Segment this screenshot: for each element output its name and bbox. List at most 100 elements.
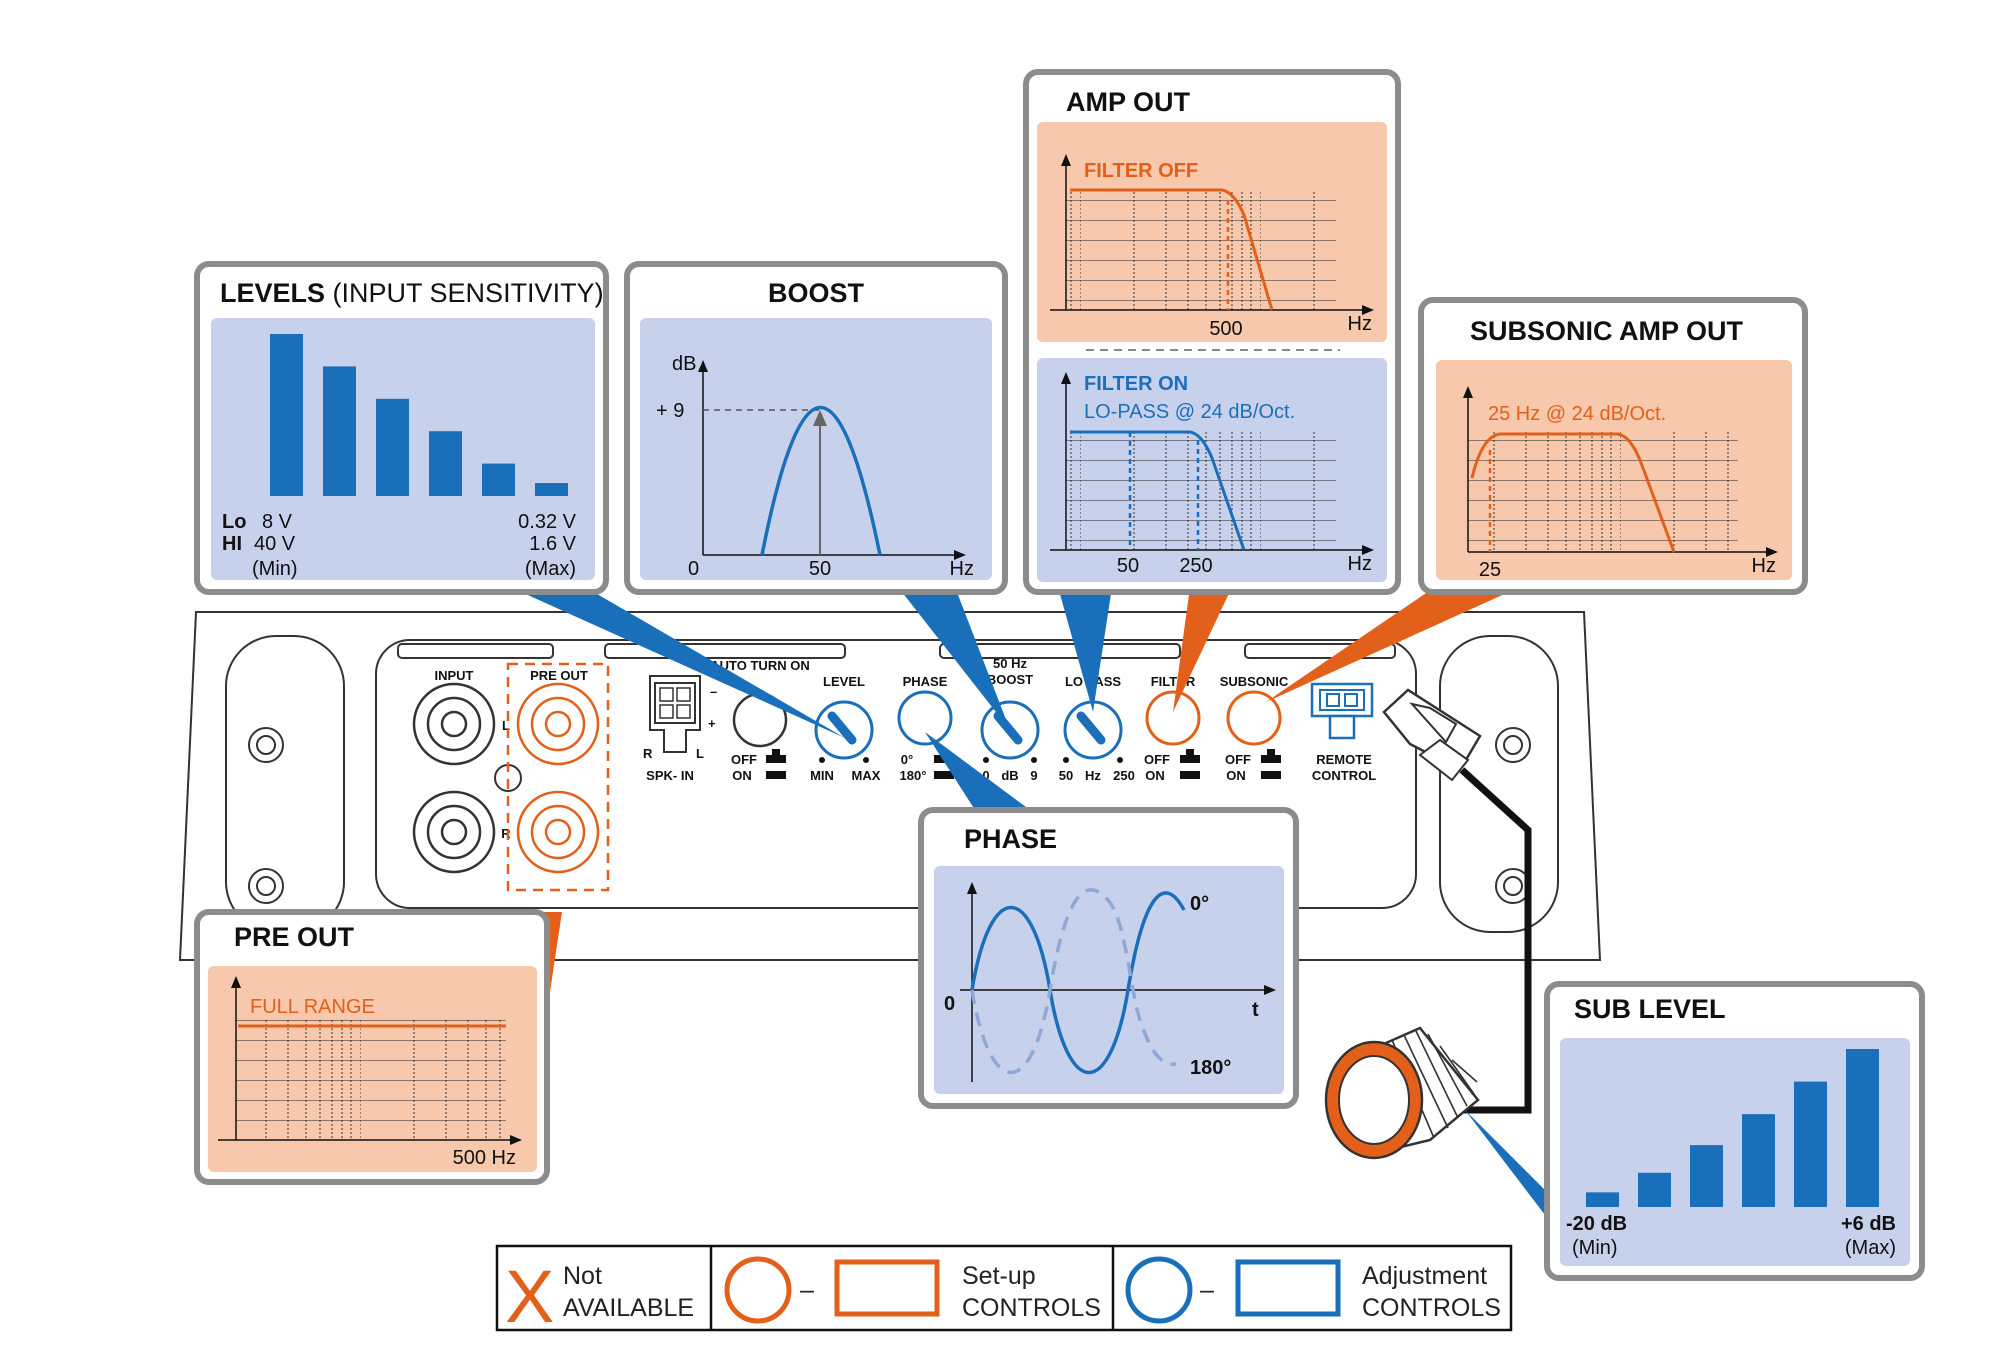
boost-x0: 0 bbox=[688, 558, 699, 580]
spk-plus: + bbox=[708, 716, 716, 731]
sub-level-title: SUB LEVEL bbox=[1574, 994, 1726, 1024]
channel-l-label: L bbox=[502, 718, 510, 733]
subsonic-label: SUBSONIC bbox=[1220, 674, 1289, 689]
lp-250-label: 250 bbox=[1113, 768, 1135, 783]
sub-level-left-min: (Min) bbox=[1572, 1237, 1618, 1259]
boost-x50: 50 bbox=[809, 558, 831, 580]
level-max-label: MAX bbox=[852, 768, 881, 783]
level-min-label: MIN bbox=[810, 768, 834, 783]
adjust-rect-icon bbox=[1235, 1259, 1341, 1317]
pre-out-title: PRE OUT bbox=[234, 922, 355, 952]
legend-controls1: CONTROLS bbox=[962, 1294, 1101, 1322]
levels-min: (Min) bbox=[252, 558, 298, 580]
levels-bar-1 bbox=[270, 334, 303, 496]
boost-callout-pointer bbox=[898, 587, 1010, 730]
levels-lo-max: 0.32 V bbox=[518, 511, 576, 533]
spk-in-label: SPK- IN bbox=[646, 768, 694, 783]
spk-minus: – bbox=[710, 684, 717, 699]
phase-180deg: 180° bbox=[1190, 1057, 1231, 1079]
phase-180-label: 180° bbox=[900, 768, 927, 783]
sub-level-bar-2 bbox=[1638, 1172, 1671, 1207]
level-knob[interactable] bbox=[814, 700, 874, 760]
filter-off-label: OFF bbox=[1144, 752, 1170, 767]
amp-lo-pass: LO-PASS @ 24 dB/Oct. bbox=[1084, 401, 1295, 423]
spk-l: L bbox=[696, 746, 704, 761]
spk-r: R bbox=[643, 746, 653, 761]
boost-db-label: dB bbox=[1001, 768, 1018, 783]
legend-adjustment: Adjustment bbox=[1362, 1262, 1487, 1290]
pre-out-tick: 500 Hz bbox=[453, 1147, 516, 1169]
legend: X Not AVAILABLE – Set-up CONTROLS – Adju… bbox=[495, 1244, 1513, 1338]
subsonic-tick: 25 bbox=[1479, 559, 1501, 581]
levels-hi: HI bbox=[222, 533, 242, 555]
remote-cable bbox=[1459, 767, 1532, 1114]
sub-level-remote-knob[interactable] bbox=[1324, 1026, 1480, 1160]
lo-pass-knob[interactable] bbox=[1063, 700, 1123, 760]
subsonic-knob[interactable] bbox=[1226, 690, 1282, 746]
filter-knob[interactable] bbox=[1145, 690, 1201, 746]
sub-level-bar-1 bbox=[1586, 1192, 1619, 1207]
sub-level-bar-3 bbox=[1690, 1145, 1723, 1207]
sub-level-bar-5 bbox=[1794, 1081, 1827, 1207]
pre-out-outline bbox=[506, 662, 610, 892]
sub-level-right-db: +6 dB bbox=[1841, 1213, 1896, 1235]
amplifier-chassis bbox=[178, 611, 1602, 961]
subsonic-switch[interactable] bbox=[1261, 749, 1281, 779]
levels-title-bold: LEVELS bbox=[220, 278, 325, 308]
svg-text:LEVELS (INPUT SENSITIVITY): LEVELS (INPUT SENSITIVITY) bbox=[220, 278, 604, 308]
levels-lo: Lo bbox=[222, 511, 246, 533]
adjust-circle-icon bbox=[1125, 1256, 1193, 1324]
setup-rect-icon bbox=[834, 1259, 940, 1317]
input-label: INPUT bbox=[435, 668, 474, 683]
legend-not: Not bbox=[563, 1262, 602, 1290]
input-jack-right[interactable] bbox=[412, 790, 496, 874]
amp-on-tick2: 250 bbox=[1179, 555, 1212, 577]
boost-panel: BOOST dB + 9 0 50 Hz bbox=[624, 261, 1008, 595]
legend-dash2: – bbox=[1200, 1276, 1214, 1304]
levels-max: (Max) bbox=[525, 558, 576, 580]
level-label: LEVEL bbox=[823, 674, 865, 689]
boost-9-label: 9 bbox=[1030, 768, 1037, 783]
subsonic-panel: SUBSONIC AMP OUT 25 Hz @ 24 dB/Oct. 25 H… bbox=[1418, 297, 1808, 595]
pre-out-jack-left[interactable] bbox=[516, 682, 600, 766]
levels-panel: LEVELS (INPUT SENSITIVITY) Lo HI 8 V 40 … bbox=[194, 261, 609, 595]
levels-callout-pointer bbox=[510, 587, 845, 738]
legend-available: AVAILABLE bbox=[563, 1294, 694, 1322]
not-available-x-icon: X bbox=[505, 1255, 554, 1338]
lp-50-label: 50 bbox=[1059, 768, 1073, 783]
lp-hz-label: Hz bbox=[1085, 768, 1101, 783]
sublevel-callout-pointer bbox=[1465, 1110, 1545, 1215]
subsonic-title: SUBSONIC AMP OUT bbox=[1470, 316, 1744, 346]
boost-y-unit: dB bbox=[672, 353, 696, 375]
lopass-callout-pointer bbox=[1058, 587, 1112, 712]
boost-label: BOOST bbox=[987, 672, 1033, 687]
phase-t: t bbox=[1252, 999, 1259, 1021]
levels-bar-chart bbox=[270, 334, 568, 496]
boost-50hz-label: 50 Hz bbox=[993, 656, 1027, 671]
levels-lo-min: 8 V bbox=[262, 511, 293, 533]
levels-bar-6 bbox=[535, 483, 568, 496]
levels-bar-2 bbox=[323, 366, 356, 496]
phase-0-label: 0° bbox=[901, 752, 913, 767]
filter-switch[interactable] bbox=[1180, 749, 1200, 779]
phase-knob[interactable] bbox=[897, 690, 953, 746]
sub-level-bar-6 bbox=[1846, 1049, 1879, 1207]
amp-out-title: AMP OUT bbox=[1066, 87, 1191, 117]
sub-level-bar-chart bbox=[1586, 1049, 1879, 1207]
phase-0deg: 0° bbox=[1190, 893, 1209, 915]
auto-on-label: ON bbox=[732, 768, 752, 783]
amp-filter-off: FILTER OFF bbox=[1084, 160, 1198, 182]
legend-dash1: – bbox=[800, 1276, 814, 1304]
pre-out-label: PRE OUT bbox=[530, 668, 588, 683]
input-jack-left[interactable] bbox=[412, 682, 496, 766]
auto-turn-on-switch[interactable] bbox=[766, 749, 786, 779]
subsonic-off-label: OFF bbox=[1225, 752, 1251, 767]
pre-out-panel: PRE OUT FULL RANGE 500 Hz bbox=[194, 909, 550, 1185]
levels-bar-5 bbox=[482, 463, 515, 496]
remote-control-port[interactable] bbox=[1310, 682, 1374, 740]
subsonic-hz: Hz bbox=[1752, 555, 1776, 577]
amp-on-hz: Hz bbox=[1348, 553, 1372, 575]
speaker-in-connector[interactable] bbox=[649, 675, 701, 753]
pre-out-jack-right[interactable] bbox=[516, 790, 600, 874]
amp-filter-on: FILTER ON bbox=[1084, 373, 1188, 395]
